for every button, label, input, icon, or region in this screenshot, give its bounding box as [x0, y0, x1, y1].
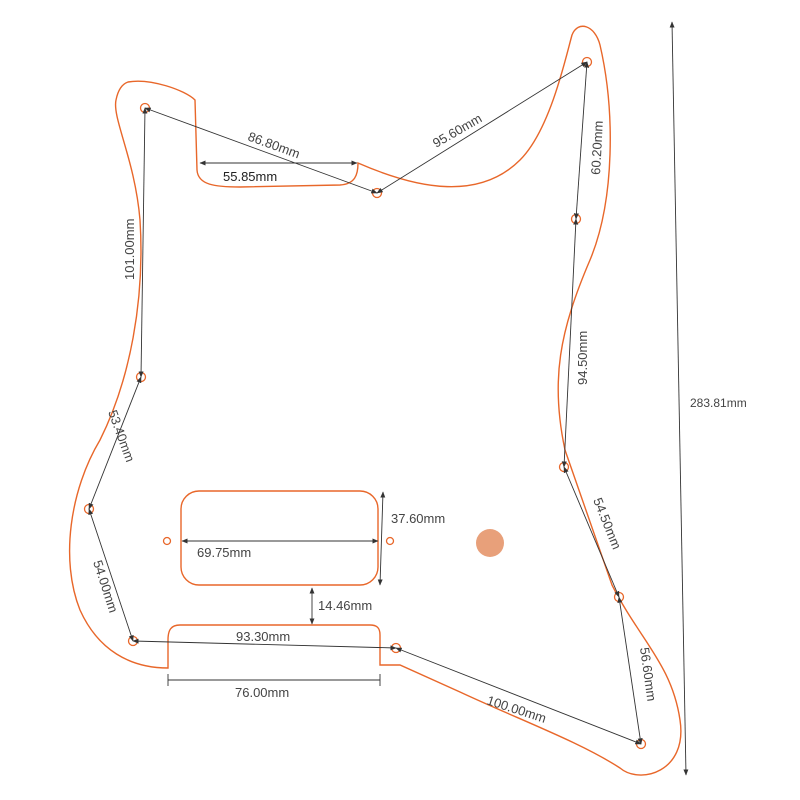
label-overall-height: 283.81mm: [690, 396, 747, 410]
label-left-upper: 101.00mm: [122, 219, 137, 280]
dimension-labels: 86.80mm 55.85mm 95.60mm 60.20mm 101.00mm…: [90, 111, 747, 726]
label-right-mid: 94.50mm: [575, 331, 590, 385]
label-pickup-width: 69.75mm: [197, 545, 251, 560]
label-horn-side: 60.20mm: [588, 120, 606, 175]
pickup-cutout: [180, 490, 379, 586]
label-left-lower: 54.00mm: [90, 558, 121, 614]
label-bottom-diag: 100.00mm: [485, 693, 548, 726]
control-knob-hole: [476, 529, 504, 557]
label-pickup-gap: 14.46mm: [318, 598, 372, 613]
label-top-left-diag: 86.80mm: [246, 129, 302, 162]
label-right-lower: 54.50mm: [590, 496, 624, 552]
label-bottom-holes: 93.30mm: [236, 629, 290, 644]
label-bottom-cutout: 76.00mm: [235, 685, 289, 700]
label-right-bottom: 56.60mm: [637, 646, 659, 702]
dimension-lines: [88, 21, 689, 776]
label-pickup-height: 37.60mm: [391, 511, 445, 526]
label-cutout-width: 55.85mm: [223, 169, 277, 184]
